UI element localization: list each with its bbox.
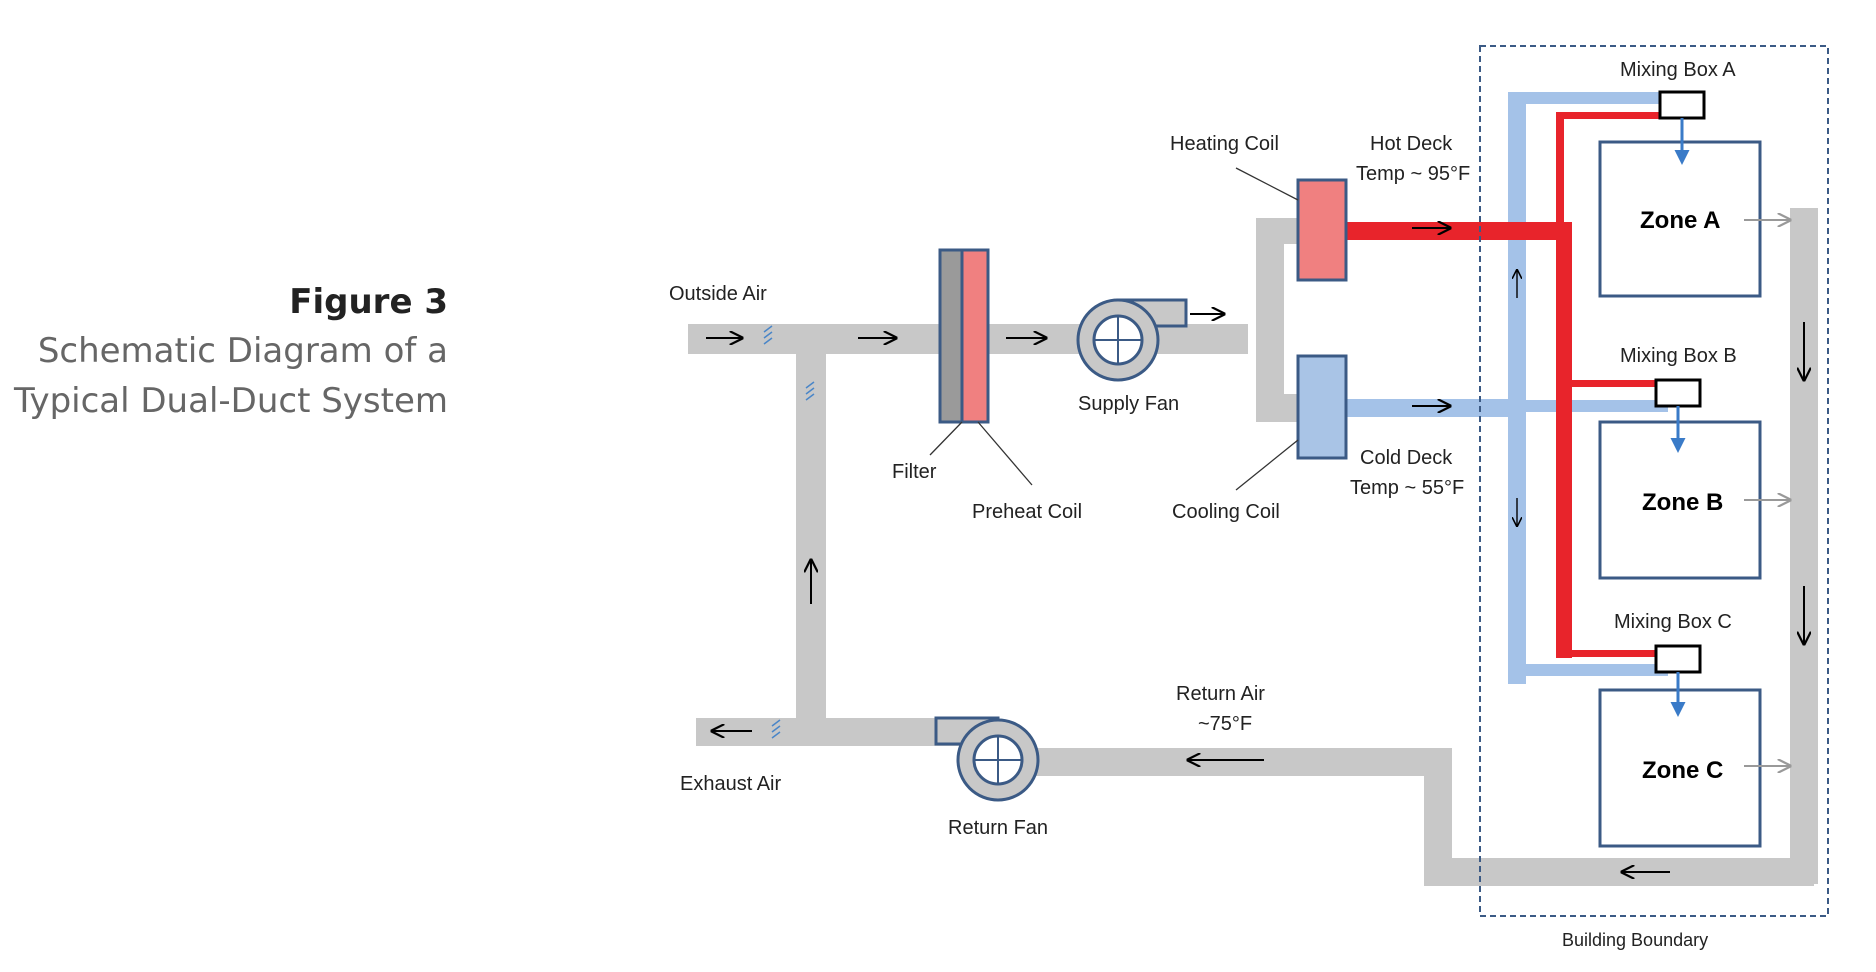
building-boundary	[1479, 45, 1829, 917]
return-duct-bottom	[1424, 858, 1814, 886]
building-boundary-label: Building Boundary	[1562, 930, 1708, 950]
hot-deck-main	[1340, 222, 1570, 240]
supply-split-top	[1256, 218, 1298, 244]
supply-fan-label: Supply Fan	[1078, 393, 1179, 415]
cooling-coil-label: Cooling Coil	[1172, 501, 1280, 523]
outside-to-exhaust-duct	[796, 324, 826, 740]
mixing-box-c	[1654, 644, 1702, 674]
supply-split-vertical	[1256, 218, 1284, 420]
filter	[938, 248, 964, 424]
outside-air-label: Outside Air	[669, 283, 767, 305]
leader-lines	[929, 167, 1299, 491]
return-air-label-1: Return Air	[1176, 683, 1265, 705]
cooling-coil	[1296, 354, 1348, 460]
filter-label: Filter	[892, 461, 937, 483]
mixing-box-b-label: Mixing Box B	[1620, 345, 1737, 367]
return-duct-riser	[1790, 208, 1818, 884]
flow-arrows	[706, 228, 1804, 872]
hot-branch-a	[1556, 112, 1666, 119]
mixing-box-c-label: Mixing Box C	[1614, 611, 1732, 633]
hot-deck-label-2: Temp ~ 95°F	[1356, 163, 1470, 185]
figure-caption: Figure 3 Schematic Diagram of a Typical …	[0, 278, 448, 426]
return-air-label-2: ~75°F	[1198, 713, 1252, 735]
heating-coil-label: Heating Coil	[1170, 133, 1279, 155]
hot-deck-riser	[1556, 222, 1572, 658]
mixing-box-b	[1654, 378, 1702, 408]
cold-branch-b	[1508, 400, 1668, 412]
supply-fan	[1076, 298, 1188, 382]
mixing-box-a-label: Mixing Box A	[1620, 59, 1736, 81]
return-fan-label: Return Fan	[948, 817, 1048, 839]
zone-a-box	[1598, 140, 1762, 298]
cold-deck-label-1: Cold Deck	[1360, 447, 1453, 469]
hot-deck-ductwork	[1340, 112, 1666, 658]
cold-deck-riser	[1508, 92, 1526, 684]
figure-subtitle-line-2: Typical Dual-Duct System	[13, 381, 448, 421]
zone-b-label: Zone B	[1642, 489, 1723, 516]
hot-deck-label-1: Hot Deck	[1370, 133, 1453, 155]
return-fan	[934, 716, 1040, 802]
cold-branch-c	[1508, 664, 1668, 676]
cold-deck-label-2: Temp ~ 55°F	[1350, 477, 1464, 499]
preheat-coil	[960, 248, 990, 424]
figure-subtitle-line-1: Schematic Diagram of a	[37, 331, 448, 371]
zone-c-label: Zone C	[1642, 757, 1723, 784]
hot-branch-a-riser	[1556, 112, 1564, 232]
hot-branch-b	[1556, 380, 1666, 387]
cold-branch-a	[1508, 92, 1668, 104]
heating-coil	[1296, 178, 1348, 282]
mixing-box-a	[1658, 90, 1706, 120]
mixing-box-outlet-arrows	[1670, 118, 1690, 717]
mixing-boxes	[1654, 90, 1706, 674]
damper-hatch-marks	[763, 325, 815, 739]
figure-label: Figure 3	[289, 282, 448, 322]
hot-branch-c	[1556, 650, 1666, 657]
exhaust-air-label: Exhaust Air	[680, 773, 782, 795]
cold-deck-main	[1344, 399, 1516, 417]
zone-a-label: Zone A	[1640, 207, 1720, 234]
zone-return-arrows	[1744, 220, 1790, 766]
supply-split-bottom	[1256, 394, 1298, 422]
preheat-coil-label: Preheat Coil	[972, 501, 1082, 523]
zones	[1598, 140, 1762, 848]
filter-preheat-assembly	[938, 248, 990, 424]
